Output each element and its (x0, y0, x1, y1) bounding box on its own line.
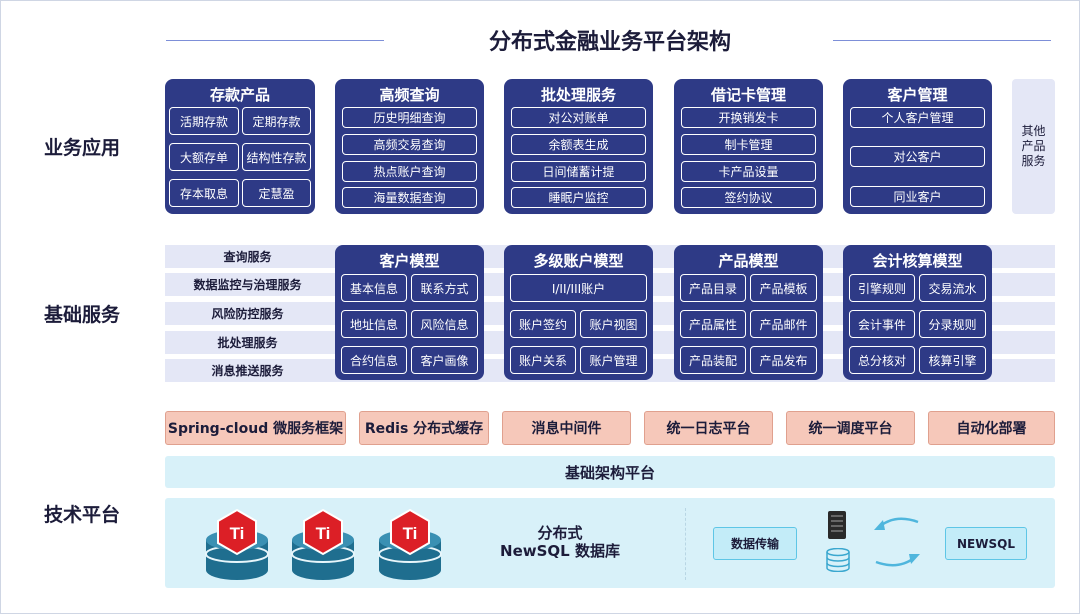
server-icon (828, 511, 846, 539)
chip-item: 存本取息 (169, 179, 239, 207)
chip-item: 交易流水 (919, 274, 986, 302)
card-title: 多级账户模型 (533, 252, 624, 270)
tidb-logo-text: Ti (230, 524, 245, 543)
chip-item: I/II/III账户 (510, 274, 647, 302)
card-title: 高频查询 (379, 86, 440, 104)
newsql-box: NEWSQL (945, 527, 1027, 560)
row-label-business: 业务应用 (43, 137, 120, 159)
model-card-customer: 客户模型 基本信息 联系方式 地址信息 风险信息 合约信息 客户画像 (335, 245, 484, 380)
middleware-spring-cloud: Spring-cloud 微服务框架 (165, 411, 346, 445)
tidb-logo-text: Ti (403, 524, 418, 543)
chip-item: 产品属性 (680, 310, 746, 338)
infra-platform: 基础架构平台 (165, 456, 1055, 488)
chip-item: 海量数据查询 (342, 187, 477, 208)
chip-item: 账户关系 (510, 346, 576, 374)
chip-item: 定期存款 (242, 107, 311, 135)
chip-item: 开换销发卡 (681, 107, 816, 128)
chip-item: 风险信息 (411, 310, 478, 338)
card-title: 借记卡管理 (710, 86, 786, 104)
card-title: 会计核算模型 (872, 252, 963, 270)
chip-item: 制卡管理 (681, 134, 816, 155)
chip-item: 账户视图 (580, 310, 647, 338)
chip-item: 高频交易查询 (342, 134, 477, 155)
chip-item: 联系方式 (411, 274, 478, 302)
chip-item: 产品目录 (680, 274, 746, 302)
chip-item: 结构性存款 (242, 143, 311, 171)
business-card-batch: 批处理服务 对公对账单 余额表生成 日间储蓄计提 睡眠户监控 (504, 79, 653, 214)
card-title: 产品模型 (718, 252, 779, 270)
chip-item: 产品发布 (750, 346, 817, 374)
chip-item: 签约协议 (681, 187, 816, 208)
chip-item: 产品邮件 (750, 310, 817, 338)
service-label: 数据监控与治理服务 (193, 278, 302, 292)
other-product-services: 其他 产品 服务 (1012, 79, 1055, 214)
chip-item: 对公对账单 (511, 107, 646, 128)
chip-item: 余额表生成 (511, 134, 646, 155)
service-label: 查询服务 (223, 250, 272, 264)
newsql-label-line2: NewSQL 数据库 (500, 542, 620, 560)
chip-item: 账户管理 (580, 346, 647, 374)
chip-item: 睡眠户监控 (511, 187, 646, 208)
database-icon (826, 548, 850, 572)
model-card-product: 产品模型 产品目录 产品模板 产品属性 产品邮件 产品装配 产品发布 (674, 245, 823, 380)
title-line-right (833, 40, 1051, 41)
model-card-accounting: 会计核算模型 引擎规则 交易流水 会计事件 分录规则 总分核对 核算引擎 (843, 245, 992, 380)
chip-item: 基本信息 (341, 274, 407, 302)
chip-item: 合约信息 (341, 346, 407, 374)
sync-arrows-icon (874, 517, 920, 567)
chip-item: 分录规则 (919, 310, 986, 338)
tidb-node-icon: Ti (378, 508, 442, 580)
newsql-label-line1: 分布式 (537, 524, 583, 542)
chip-item: 日间储蓄计提 (511, 161, 646, 182)
chip-item: 定慧盈 (242, 179, 311, 207)
chip-item: 热点账户查询 (342, 161, 477, 182)
middleware-logging: 统一日志平台 (644, 411, 773, 445)
page-title: 分布式金融业务平台架构 (488, 30, 731, 55)
divider (685, 508, 686, 580)
chip-item: 账户签约 (510, 310, 576, 338)
card-title: 客户管理 (887, 86, 948, 104)
chip-item: 活期存款 (169, 107, 239, 135)
row-label-tech: 技术平台 (43, 504, 120, 526)
chip-item: 对公客户 (850, 146, 985, 167)
chip-item: 会计事件 (849, 310, 915, 338)
business-card-deposit: 存款产品 活期存款 定期存款 大额存单 结构性存款 存本取息 定慧盈 (165, 79, 315, 214)
title-line-left (166, 40, 384, 41)
chip-item: 产品装配 (680, 346, 746, 374)
service-label: 风险防控服务 (211, 307, 284, 321)
business-card-debit: 借记卡管理 开换销发卡 制卡管理 卡产品设量 签约协议 (674, 79, 823, 214)
business-card-query: 高频查询 历史明细查询 高频交易查询 热点账户查询 海量数据查询 (335, 79, 484, 214)
row-label-foundation: 基础服务 (43, 304, 120, 326)
middleware-scheduling: 统一调度平台 (786, 411, 915, 445)
chip-item: 客户画像 (411, 346, 478, 374)
chip-item: 卡产品设量 (681, 161, 816, 182)
data-transfer-box: 数据传输 (713, 527, 797, 560)
tidb-node-icon: Ti (205, 508, 269, 580)
card-title: 客户模型 (379, 252, 440, 270)
chip-item: 历史明细查询 (342, 107, 477, 128)
middleware-deployment: 自动化部署 (928, 411, 1055, 445)
chip-item: 大额存单 (169, 143, 239, 171)
other-services-label: 其他 产品 服务 (1021, 124, 1046, 168)
newsql-db-label: 分布式 NewSQL 数据库 (490, 524, 630, 560)
service-label: 消息推送服务 (211, 364, 284, 378)
card-title: 存款产品 (209, 86, 270, 104)
business-card-customer: 客户管理 个人客户管理 对公客户 同业客户 (843, 79, 992, 214)
chip-item: 同业客户 (850, 186, 985, 207)
model-card-account: 多级账户模型 I/II/III账户 账户签约 账户视图 账户关系 账户管理 (504, 245, 653, 380)
tidb-node-icon: Ti (291, 508, 355, 580)
middleware-mq: 消息中间件 (502, 411, 631, 445)
chip-item: 核算引擎 (919, 346, 986, 374)
service-label: 批处理服务 (217, 336, 278, 350)
chip-item: 引擎规则 (849, 274, 915, 302)
card-title: 批处理服务 (540, 86, 616, 104)
chip-item: 总分核对 (849, 346, 915, 374)
chip-item: 产品模板 (750, 274, 817, 302)
chip-item: 个人客户管理 (850, 107, 985, 128)
middleware-redis: Redis 分布式缓存 (359, 411, 489, 445)
tidb-logo-text: Ti (316, 524, 331, 543)
chip-item: 地址信息 (341, 310, 407, 338)
